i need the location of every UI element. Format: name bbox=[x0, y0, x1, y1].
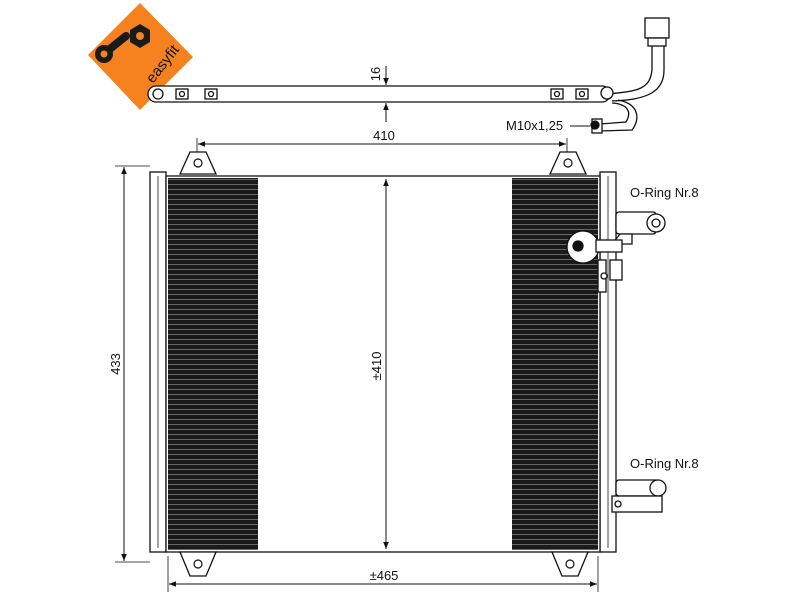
pipe bbox=[611, 38, 665, 102]
thread-callout: M10x1,25 bbox=[506, 118, 590, 133]
dim-core-height-label: ±410 bbox=[369, 352, 384, 381]
fin-block-left bbox=[168, 178, 258, 550]
inlet-oring bbox=[649, 479, 667, 497]
dim-bottom-width: ±465 bbox=[167, 556, 599, 592]
oring-top-label: O-Ring Nr.8 bbox=[630, 185, 699, 200]
hex-nut-icon bbox=[130, 24, 150, 48]
mount-bracket bbox=[175, 88, 189, 100]
round-fitting-bolt bbox=[572, 240, 584, 252]
top-view bbox=[147, 17, 670, 134]
mount-bracket bbox=[575, 88, 589, 100]
fitting-thread bbox=[590, 120, 600, 130]
pipe bbox=[599, 102, 630, 125]
lower-connection bbox=[611, 479, 667, 513]
pipe bbox=[599, 99, 638, 132]
mount-hole bbox=[207, 90, 215, 98]
fitting-tube bbox=[595, 239, 623, 253]
outlet-oring-inner bbox=[651, 218, 661, 228]
mount-bracket bbox=[204, 88, 218, 100]
logo-diamond bbox=[88, 3, 193, 110]
dim-bar-thickness: 16 bbox=[368, 66, 396, 122]
mount-bracket bbox=[550, 88, 564, 100]
mount-hole bbox=[578, 90, 586, 98]
upper-connection bbox=[566, 211, 666, 293]
drier-block bbox=[609, 259, 623, 281]
mount-hole bbox=[565, 559, 575, 569]
mount-hole bbox=[193, 559, 203, 569]
dim-top-width: 410 bbox=[196, 128, 568, 158]
dim-top-width-label: 410 bbox=[373, 128, 395, 143]
inlet-screw bbox=[614, 500, 622, 508]
dim-core-height: ±410 bbox=[369, 179, 389, 549]
oring-bottom-label: O-Ring Nr.8 bbox=[630, 456, 699, 471]
dim-overall-height-label: 433 bbox=[108, 353, 123, 375]
dim-bottom-width-label: ±465 bbox=[370, 568, 399, 583]
wrench-icon bbox=[95, 32, 130, 63]
pipe-connector-neck bbox=[647, 37, 667, 47]
pipe-clamp bbox=[600, 86, 614, 100]
pipe bbox=[604, 38, 653, 95]
easyfit-logo: easyfit bbox=[88, 3, 193, 110]
front-view: O-Ring Nr.8 O-Ring Nr.8 bbox=[149, 151, 699, 577]
mount-hole bbox=[178, 90, 186, 98]
dim-bar-thickness-label: 16 bbox=[368, 67, 383, 81]
dim-overall-height: 433 bbox=[108, 165, 150, 563]
pipe-connector bbox=[644, 17, 670, 39]
thread-label: M10x1,25 bbox=[506, 118, 563, 133]
mount-hole bbox=[193, 158, 203, 168]
mount-hole bbox=[563, 158, 573, 168]
mount-hole bbox=[152, 88, 164, 100]
inlet-block bbox=[611, 495, 663, 513]
drier-screw bbox=[600, 272, 608, 280]
mount-hole bbox=[553, 90, 561, 98]
